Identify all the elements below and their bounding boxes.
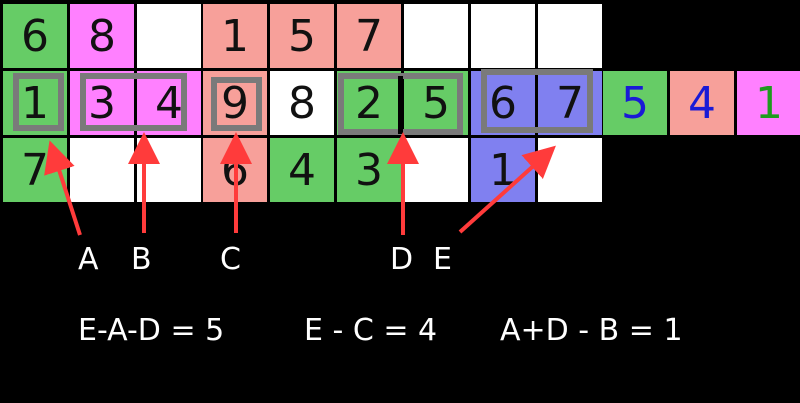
highlight-box-e — [481, 69, 593, 133]
grid-cell — [137, 4, 201, 68]
grid-cell: 8 — [70, 4, 134, 68]
highlight-box-a — [13, 73, 64, 131]
label-a: A — [78, 242, 99, 277]
divider-d — [398, 76, 403, 134]
label-b: B — [131, 242, 152, 277]
grid-cell: 6 — [3, 4, 67, 68]
grid-cell: 1 — [203, 4, 267, 68]
grid-cell: 4 — [137, 71, 201, 135]
grid-cell — [538, 4, 602, 68]
legend-cell: 1 — [737, 71, 800, 135]
grid-cell: 3 — [337, 138, 401, 202]
highlight-box-b — [80, 73, 187, 131]
legend-cell: 4 — [670, 71, 734, 135]
legend-cell: 5 — [603, 71, 667, 135]
grid-cell: 8 — [270, 71, 334, 135]
equation-3: A+D - B = 1 — [500, 313, 683, 348]
equation-2: E - C = 4 — [304, 313, 438, 348]
highlight-box-c — [211, 77, 262, 131]
grid-cell: 4 — [270, 138, 334, 202]
arrow-a — [44, 140, 82, 236]
equation-1: E-A-D = 5 — [78, 313, 225, 348]
label-d: D — [390, 242, 414, 277]
label-e: E — [433, 242, 452, 277]
grid-cell: 2 — [337, 71, 401, 135]
grid-cell — [471, 4, 535, 68]
grid-cell — [70, 138, 134, 202]
label-c: C — [220, 242, 241, 277]
grid-cell: 5 — [270, 4, 334, 68]
grid-cell: 7 — [337, 4, 401, 68]
grid-cell — [404, 4, 468, 68]
arrow-e — [458, 145, 556, 234]
